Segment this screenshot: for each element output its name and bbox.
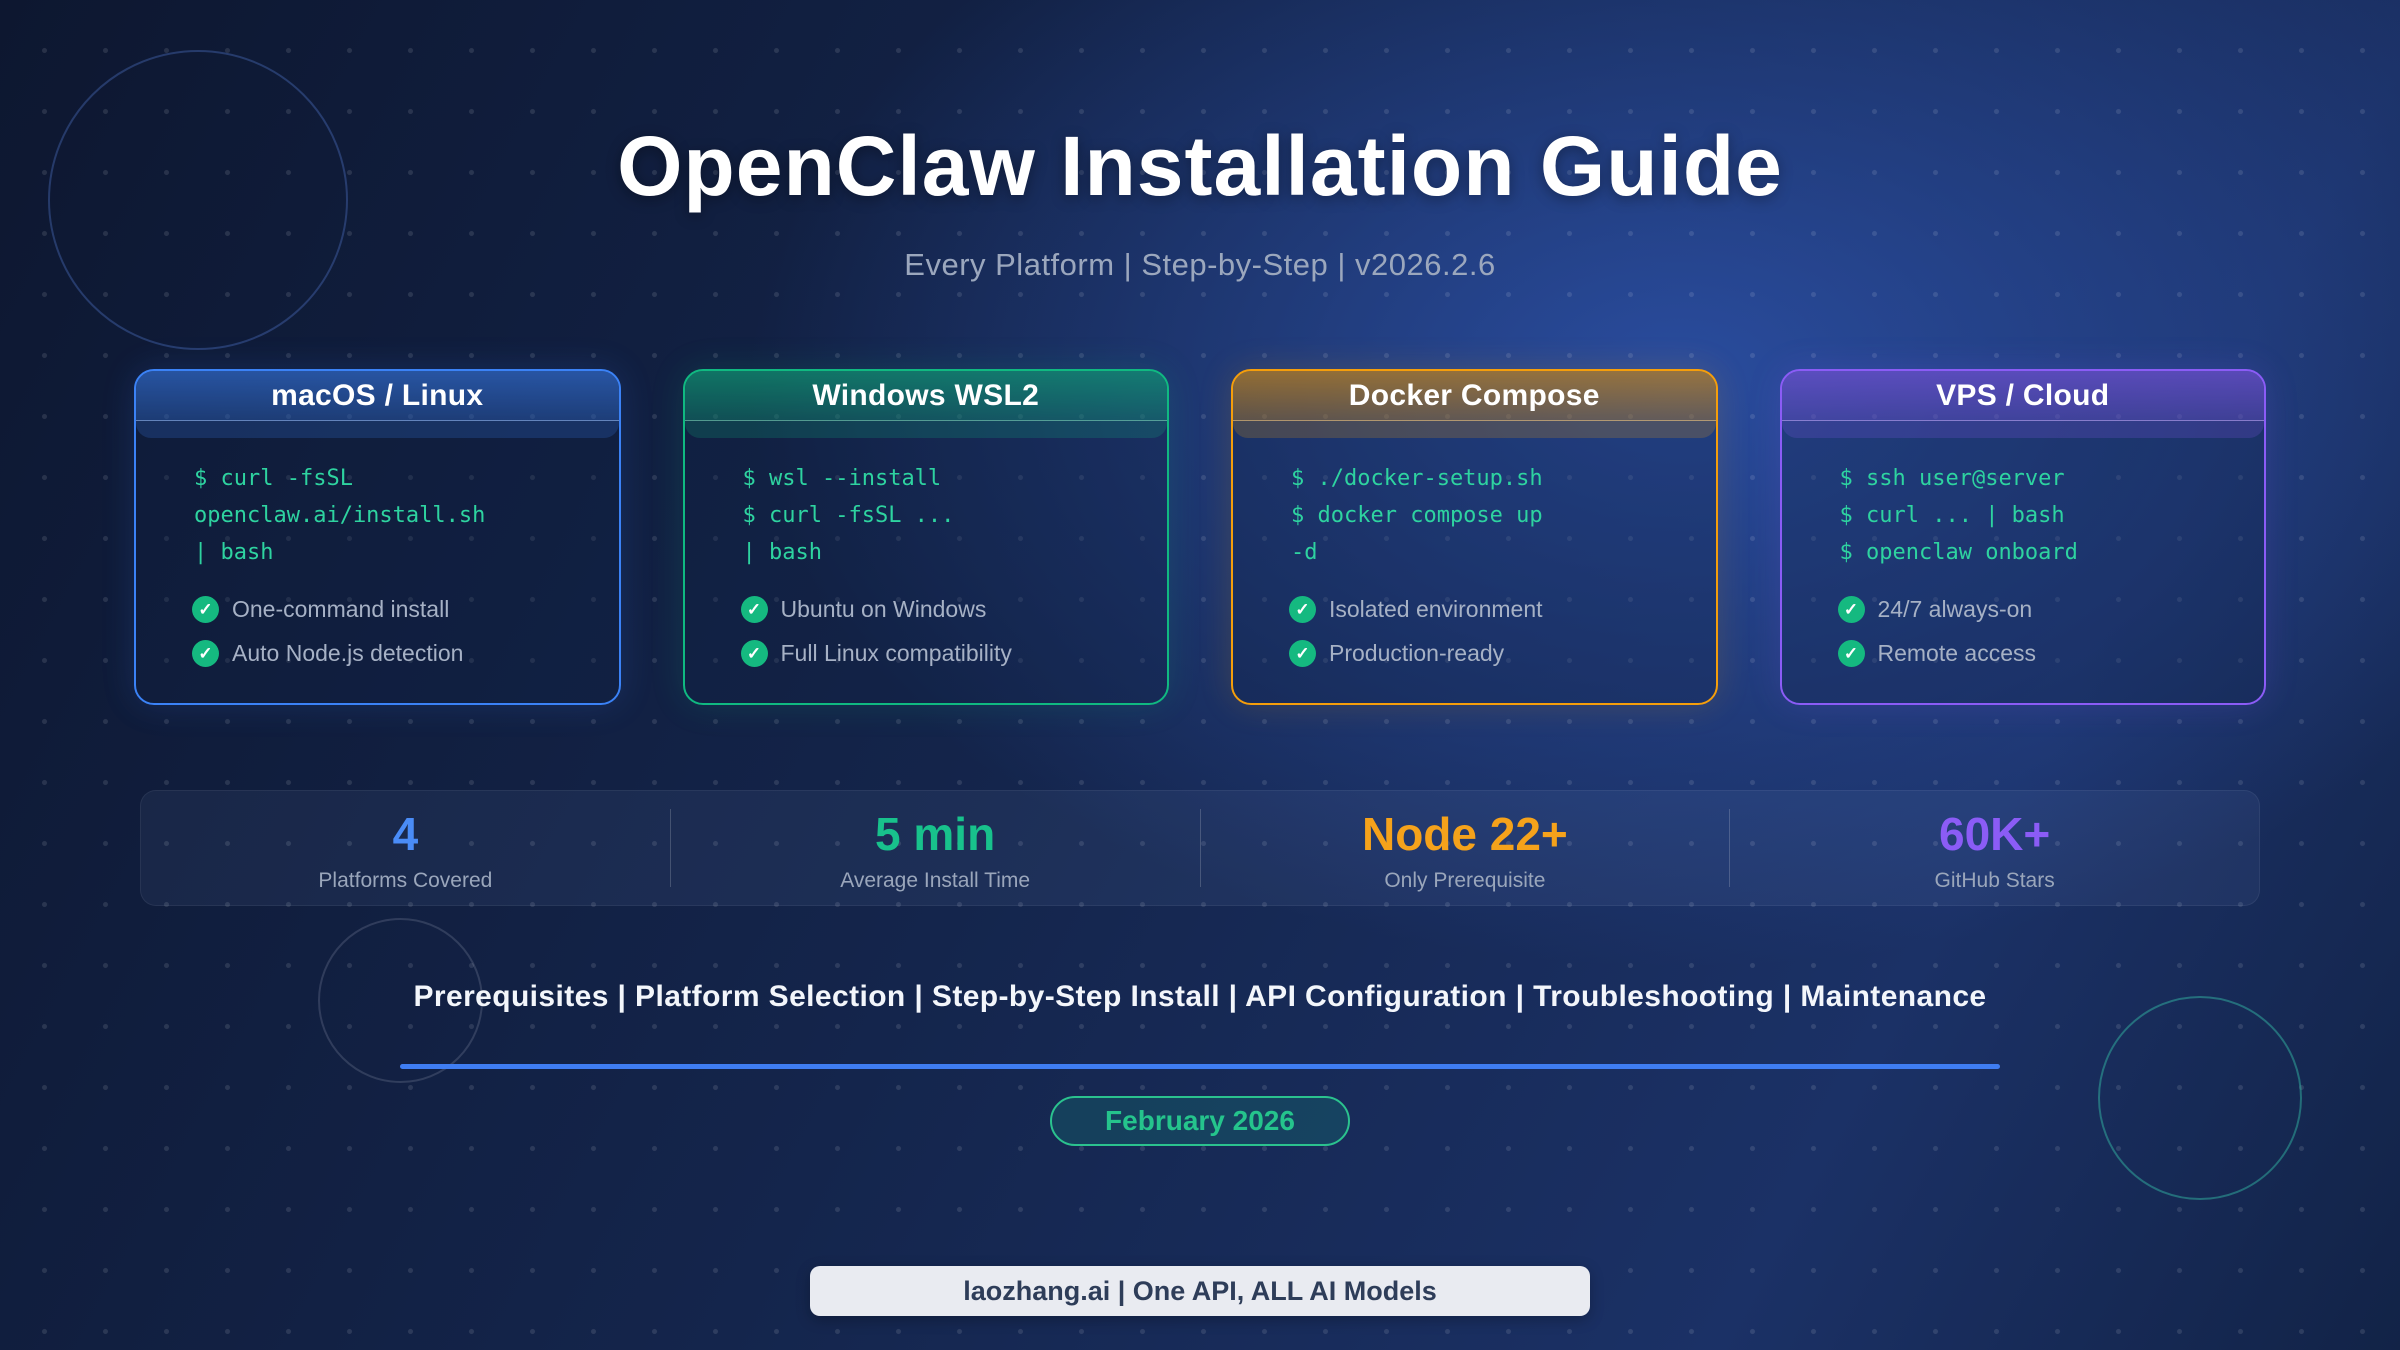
card-feature-list: ✓ One-command install ✓ Auto Node.js det… [192,596,619,667]
code-line: $ openclaw onboard [1839,540,2078,565]
code-line: | bash [194,540,274,565]
feature-text: Remote access [1877,640,2037,666]
platform-card-macos-linux: macOS / Linux $ curl -fsSL openclaw.ai/i… [134,369,621,705]
code-line: $ curl -fsSL ... [742,503,955,528]
check-icon: ✓ [740,640,768,667]
check-icon: ✓ [1837,640,1865,667]
footer-badge-label: laozhang.ai | One API, ALL AI Models [963,1275,1437,1306]
card-header-sheen [684,421,1167,438]
card-feature-list: ✓ 24/7 always-on ✓ Remote access [1837,596,2265,667]
feature-row: ✓ Production-ready [1289,640,1716,667]
feature-text: Production-ready [1329,640,1505,666]
card-feature-list: ✓ Isolated environment ✓ Production-read… [1289,596,1716,667]
stat-platforms: 4 Platforms Covered [141,804,670,893]
stat-label: Only Prerequisite [1384,868,1546,892]
feature-text: Ubuntu on Windows [780,596,987,622]
code-line: $ ./docker-setup.sh [1291,466,1543,491]
stat-separator [1199,809,1201,887]
feature-text: One-command install [232,596,450,622]
check-icon: ✓ [192,640,219,667]
platform-card-windows-wsl2: Windows WSL2 $ wsl --install $ curl -fsS… [682,369,1169,705]
check-icon: ✓ [740,596,768,623]
feature-row: ✓ Full Linux compatibility [740,640,1168,667]
feature-row: ✓ Remote access [1837,640,2265,667]
table-of-contents: Prerequisites | Platform Selection | Ste… [413,980,1987,1013]
card-header-sheen [136,421,619,438]
code-line: $ curl ... | bash [1839,503,2065,528]
stat-label: GitHub Stars [1934,868,2055,892]
date-badge-label: February 2026 [1105,1105,1295,1136]
page-title: OpenClaw Installation Guide [617,119,1783,213]
stat-prerequisite: Node 22+ Only Prerequisite [1201,804,1730,893]
stat-value: 60K+ [1939,807,2051,860]
code-line: $ wsl --install [742,466,942,491]
stat-github-stars: 60K+ GitHub Stars [1730,804,2259,893]
card-title: Docker Compose [1348,378,1600,412]
card-title: Windows WSL2 [812,378,1040,412]
feature-row: ✓ Auto Node.js detection [192,640,619,667]
stat-separator [1729,809,1731,887]
check-icon: ✓ [1289,640,1316,667]
stat-label: Platforms Covered [318,868,493,892]
platform-cards-row: macOS / Linux $ curl -fsSL openclaw.ai/i… [0,369,2400,705]
page-subtitle: Every Platform | Step-by-Step | v2026.2.… [904,247,1496,282]
stat-value: Node 22+ [1361,807,1568,860]
stat-label: Average Install Time [840,868,1031,892]
stats-bar: 4 Platforms Covered 5 min Average Instal… [140,790,2260,906]
card-code-block: $ curl -fsSL openclaw.ai/install.sh | ba… [194,460,619,571]
check-icon: ✓ [1837,596,1865,623]
stat-install-time: 5 min Average Install Time [671,804,1200,893]
card-title: VPS / Cloud [1936,378,2110,412]
footer-badge: laozhang.ai | One API, ALL AI Models [810,1266,1590,1316]
card-header: macOS / Linux [136,371,619,421]
code-line: $ ssh user@server [1839,466,2065,491]
feature-row: ✓ One-command install [192,596,619,623]
date-badge: February 2026 [1050,1096,1350,1146]
code-line: -d [1291,540,1318,565]
platform-card-vps-cloud: VPS / Cloud $ ssh user@server $ curl ...… [1779,369,2266,705]
feature-row: ✓ Ubuntu on Windows [740,596,1168,623]
stat-separator [669,809,671,887]
card-header-sheen [1781,421,2264,438]
card-feature-list: ✓ Ubuntu on Windows ✓ Full Linux compati… [740,596,1168,667]
feature-row: ✓ 24/7 always-on [1837,596,2265,623]
feature-text: 24/7 always-on [1877,596,2033,622]
feature-row: ✓ Isolated environment [1289,596,1716,623]
card-title: macOS / Linux [271,378,484,412]
card-code-block: $ ssh user@server $ curl ... | bash $ op… [1840,460,2265,571]
check-icon: ✓ [192,596,219,623]
check-icon: ✓ [1289,596,1316,623]
feature-text: Isolated environment [1329,596,1543,622]
code-line: $ curl -fsSL [194,466,353,491]
stat-value: 4 [392,807,419,860]
card-code-block: $ ./docker-setup.sh $ docker compose up … [1291,460,1716,571]
feature-text: Full Linux compatibility [780,640,1012,666]
feature-text: Auto Node.js detection [232,640,464,666]
card-header-sheen [1233,421,1716,438]
code-line: $ docker compose up [1291,503,1543,528]
card-code-block: $ wsl --install $ curl -fsSL ... | bash [743,460,1168,571]
stat-value: 5 min [875,807,996,860]
platform-card-docker-compose: Docker Compose $ ./docker-setup.sh $ doc… [1231,369,1718,705]
card-header: Docker Compose [1233,371,1716,421]
card-header: VPS / Cloud [1781,371,2264,421]
card-header: Windows WSL2 [684,371,1167,421]
toc-divider-line [400,1064,2000,1069]
code-line: openclaw.ai/install.sh [194,503,486,528]
code-line: | bash [742,540,822,565]
